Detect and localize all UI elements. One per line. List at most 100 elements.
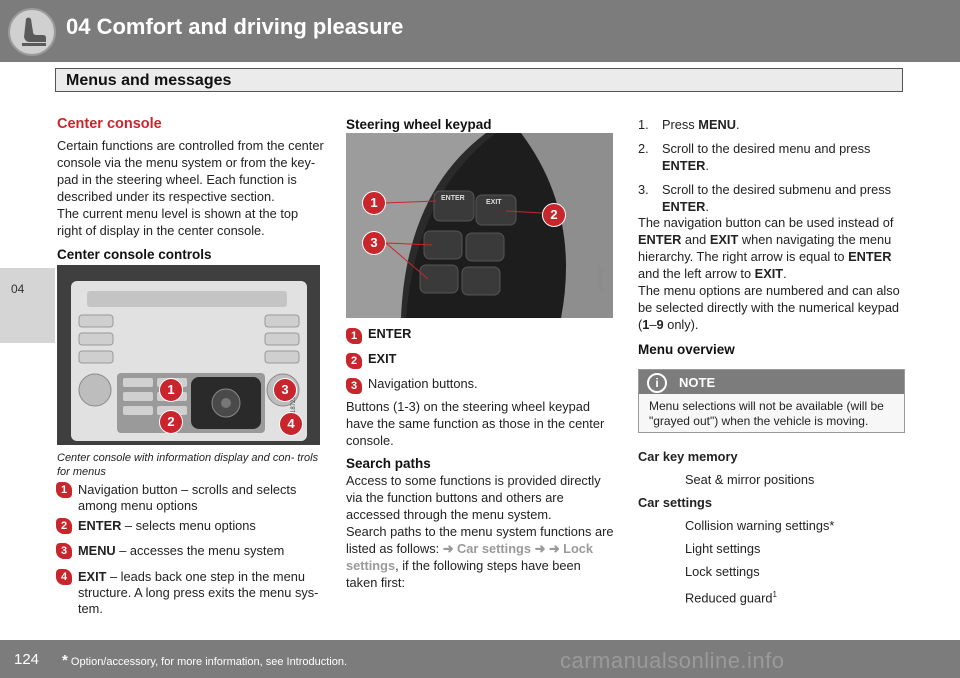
side-tab-label: 04 <box>11 282 25 296</box>
key-enter: ENTER <box>662 158 706 173</box>
keypad-item-1-text: ENTER <box>368 326 412 341</box>
number-badge-3: 3 <box>56 543 72 559</box>
step-2: 2. Scroll to the desired menu and press … <box>638 140 906 174</box>
note-text: Menu selections will not be available (w… <box>649 399 884 428</box>
key-enter: ENTER <box>848 249 892 264</box>
keypad-item-1: 1 ENTER <box>346 326 411 344</box>
menu-overview-heading: Menu overview <box>638 342 735 357</box>
center-console-intro: Certain functions are controlled from th… <box>57 138 324 204</box>
callout-2: 2 <box>159 410 183 434</box>
para-text: The menu options are numbered and can al… <box>638 283 900 332</box>
key-number: 1 <box>642 317 650 332</box>
footnote-text: Option/accessory, for more information, … <box>67 656 348 668</box>
center-console-heading: Center console <box>57 116 162 132</box>
number-badge-4: 4 <box>56 569 72 585</box>
key-exit: EXIT <box>78 569 107 584</box>
page-footer: 124 * Option/accessory, for more informa… <box>0 640 960 678</box>
info-icon: i <box>647 373 667 393</box>
navigation-button-para: The navigation button can be used instea… <box>638 214 906 282</box>
keypad-item-3: 3 Navigation buttons. <box>346 376 614 394</box>
key-enter: ENTER <box>662 199 706 214</box>
menu-title-car-settings: Car settings <box>638 495 712 510</box>
key-exit: EXIT <box>754 266 784 281</box>
callout-4: 4 <box>279 412 303 436</box>
svg-text:G018728: G018728 <box>291 396 297 421</box>
control-item-3: 3 MENU – accesses the menu system <box>56 543 326 559</box>
step-1: 1. Press MENU. <box>638 116 906 133</box>
menu-title-car-key-memory: Car key memory <box>638 449 738 464</box>
key-menu: MENU <box>698 117 736 132</box>
number-badge-2: 2 <box>346 353 362 369</box>
path-car-settings: Car settings <box>457 541 531 556</box>
center-console-photo: G018728 1 3 2 4 <box>57 265 320 445</box>
step-punct: . <box>705 158 709 173</box>
step-number: 3. <box>638 182 649 197</box>
key-enter: ENTER <box>78 518 122 533</box>
seat-icon <box>8 8 56 56</box>
control-item-1: 1 Navigation button – scrolls and select… <box>56 482 326 514</box>
para-text: and <box>681 232 710 247</box>
callout-3: 3 <box>362 231 386 255</box>
step-text: Press <box>662 117 699 132</box>
menu-sub-light-settings: Light settings <box>685 541 761 556</box>
control-item-2-text: – selects menu options <box>121 518 256 533</box>
path-arrow-icon: ➜ <box>534 541 546 556</box>
key-enter: ENTER <box>638 232 682 247</box>
number-badge-2: 2 <box>56 518 72 534</box>
menu-sub-reduced-guard: Reduced guard1 <box>638 586 906 606</box>
menu-overview-list: Car key memory Seat & mirror positions C… <box>638 448 906 606</box>
number-badge-1: 1 <box>56 482 72 498</box>
center-console-controls-heading: Center console controls <box>57 247 212 262</box>
control-item-1-text: Navigation button – scrolls and selects … <box>78 482 297 513</box>
path-lock-settings: Lock settings <box>346 541 594 573</box>
watermark: carmanualsonline.info <box>560 648 785 673</box>
keypad-item-3-text: Navigation buttons. <box>368 376 478 391</box>
footnote-ref: 1 <box>772 590 777 599</box>
search-paths-heading: Search paths <box>346 456 431 471</box>
para-text: and the left arrow to <box>638 266 755 281</box>
key-menu: MENU <box>78 543 116 558</box>
control-item-2: 2 ENTER – selects menu options <box>56 518 326 534</box>
number-badge-1: 1 <box>346 328 362 344</box>
footnote-asterisk: * <box>62 652 68 669</box>
path-arrow-icon: ➜ <box>442 541 454 556</box>
steering-keypad-heading: Steering wheel keypad <box>346 117 492 132</box>
steering-keypad-photo: G020797 ENTER EXIT 1 2 3 <box>346 133 613 318</box>
section-title: Menus and messages <box>66 72 232 89</box>
step-text: Scroll to the desired menu and press <box>662 141 871 156</box>
menu-sub-collision-warning: Collision warning settings* <box>685 518 835 533</box>
search-paths-text-b: , if the following steps have been taken… <box>346 558 581 590</box>
center-console-menu-level: The current menu level is shown at the t… <box>57 206 299 238</box>
callout-2: 2 <box>542 203 566 227</box>
callout-3: 3 <box>273 378 297 402</box>
section-bar: Menus and messages <box>55 68 903 92</box>
step-punct: . <box>735 117 740 132</box>
keypad-item-2-text: EXIT <box>368 351 397 366</box>
chapter-title: 04 Comfort and driving pleasure <box>66 14 404 39</box>
callout-1: 1 <box>362 191 386 215</box>
menu-sub-lock-settings: Lock settings <box>685 564 760 579</box>
search-paths-text-a: Search paths to the menu system function… <box>346 524 614 556</box>
number-badge-3: 3 <box>346 378 362 394</box>
path-arrow-icon: ➜ <box>548 541 560 556</box>
step-number: 2. <box>638 141 649 156</box>
search-paths-intro: Access to some functions is provided dir… <box>346 473 601 522</box>
para-text: only). <box>663 317 699 332</box>
callout-1: 1 <box>159 378 183 402</box>
menu-sub-seat-mirror: Seat & mirror positions <box>685 472 815 487</box>
footnote: * Option/accessory, for more information… <box>62 652 347 669</box>
keypad-exit-label: EXIT <box>486 199 502 206</box>
para-text: when navigating the menu hierarchy. The … <box>638 232 892 264</box>
para-text: . <box>783 266 787 281</box>
control-item-3-text: – accesses the menu system <box>115 543 285 558</box>
para-text: – <box>649 317 657 332</box>
center-console-caption: Center console with information display … <box>57 452 319 478</box>
step-number: 1. <box>638 117 649 132</box>
menu-sub-reduced-guard-text: Reduced guard <box>685 590 773 606</box>
svg-text:G020797: G020797 <box>599 266 605 291</box>
control-item-4: 4 EXIT – leads back one step in the menu… <box>56 569 326 617</box>
keypad-same-function: Buttons (1-3) on the steering wheel keyp… <box>346 399 605 448</box>
para-text: The navigation button can be used instea… <box>638 215 894 230</box>
numbered-options-para: The menu options are numbered and can al… <box>638 282 906 333</box>
chapter-header: 04 Comfort and driving pleasure <box>0 0 960 62</box>
